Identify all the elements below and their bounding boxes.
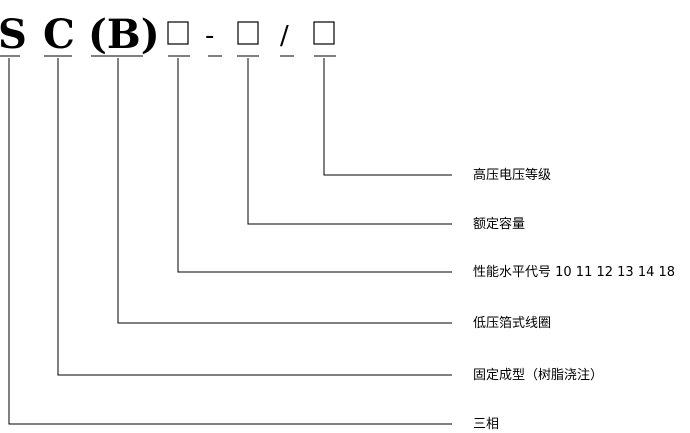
code-box-performance bbox=[167, 21, 189, 45]
leader-voltage-level bbox=[323, 58, 452, 176]
leader-rated-capacity bbox=[247, 58, 452, 225]
label-three-phase: 三相 bbox=[473, 417, 499, 432]
leader-three-phase bbox=[8, 58, 452, 425]
label-fixed-molding: 固定成型（树脂浇注） bbox=[473, 368, 603, 383]
code-dash: - bbox=[205, 21, 214, 51]
label-performance-level: 性能水平代号 10 11 12 13 14 18 bbox=[473, 265, 675, 280]
code-box-voltage bbox=[313, 21, 335, 45]
leader-low-voltage-coil bbox=[117, 58, 452, 324]
leader-fixed-molding bbox=[57, 58, 452, 376]
code-letter-s: S bbox=[0, 11, 27, 58]
label-voltage-level: 高压电压等级 bbox=[473, 167, 551, 183]
label-rated-capacity: 额定容量 bbox=[473, 216, 525, 232]
code-letter-c: C bbox=[43, 11, 75, 58]
label-low-voltage-coil: 低压箔式线圈 bbox=[473, 315, 551, 331]
leader-performance-level bbox=[177, 58, 452, 273]
code-letter-b: (B) bbox=[88, 11, 160, 58]
code-slash: / bbox=[280, 21, 289, 51]
code-box-capacity bbox=[237, 21, 259, 45]
